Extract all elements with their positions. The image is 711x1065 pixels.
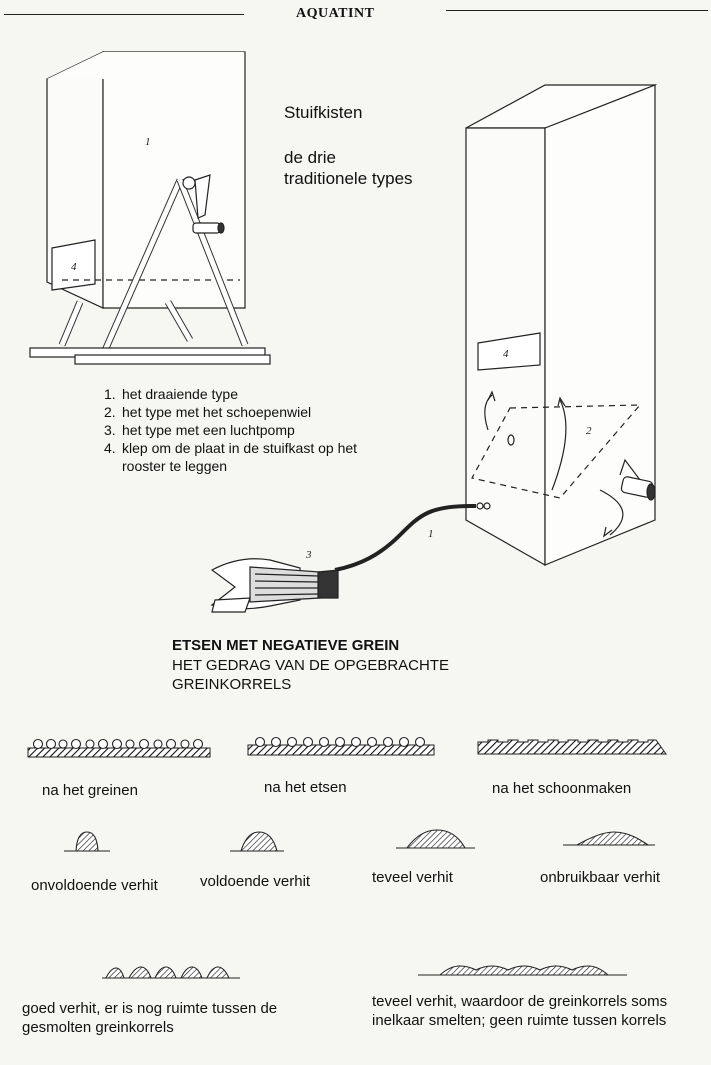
bellows <box>210 558 339 613</box>
strip-good-heat <box>102 966 240 979</box>
grain-too-much <box>396 829 475 849</box>
fig-num-1b: 1 <box>428 528 434 540</box>
fig-num-4a: 4 <box>71 261 77 273</box>
label-clean: na het schoonmaken <box>492 780 632 797</box>
label-enough-heated: voldoende verhit <box>200 873 311 890</box>
strip-over-heat <box>418 965 627 976</box>
fig-num-3: 3 <box>305 549 312 561</box>
grain-under <box>64 831 110 852</box>
caption-title: Stuifkisten <box>284 103 363 122</box>
section-subtitle: HET GEDRAG VAN DE OPGEBRACHTE GREINKORRE… <box>172 657 449 693</box>
fig-num-1a: 1 <box>145 136 151 148</box>
dust-box-paddle-wheel <box>334 84 658 572</box>
page-header: AQUATINT <box>296 6 375 21</box>
label-under-heated: onvoldoende verhit <box>31 877 158 894</box>
label-too-much-heated: teveel verhit <box>372 869 453 886</box>
dust-box-rotating <box>29 51 271 365</box>
strip-etch <box>247 736 435 756</box>
legend-item: 3.het type met een luchtpomp <box>104 422 295 438</box>
grain-enough <box>230 831 284 852</box>
section-title: ETSEN MET NEGATIEVE GREIN <box>172 637 400 654</box>
grain-unusable <box>563 831 655 846</box>
legend-item: 1.het draaiende type <box>104 386 238 402</box>
legend-list: 1.het draaiende type 2.het type met het … <box>104 385 372 475</box>
note-over-heating: teveel verhit, waardoor de greinkorrels … <box>372 993 668 1029</box>
strip-grain <box>27 738 211 758</box>
fig-num-2: 2 <box>586 425 592 437</box>
legend-item: 2.het type met het schoepenwiel <box>104 404 312 420</box>
legend-item: 4.klep om de plaat in de stuifkast op he… <box>104 440 358 474</box>
header-rule-right <box>446 10 708 11</box>
strip-clean <box>477 739 667 755</box>
label-etch: na het etsen <box>264 779 347 796</box>
fig-num-4b: 4 <box>503 348 509 360</box>
label-grain: na het greinen <box>42 782 138 799</box>
header-rule-left <box>4 14 244 15</box>
note-good-heating: goed verhit, er is nog ruimte tussen de … <box>22 1000 278 1036</box>
label-unusable-heated: onbruikbaar verhit <box>540 869 661 886</box>
caption-subtitle: de drie traditionele types <box>284 148 413 188</box>
